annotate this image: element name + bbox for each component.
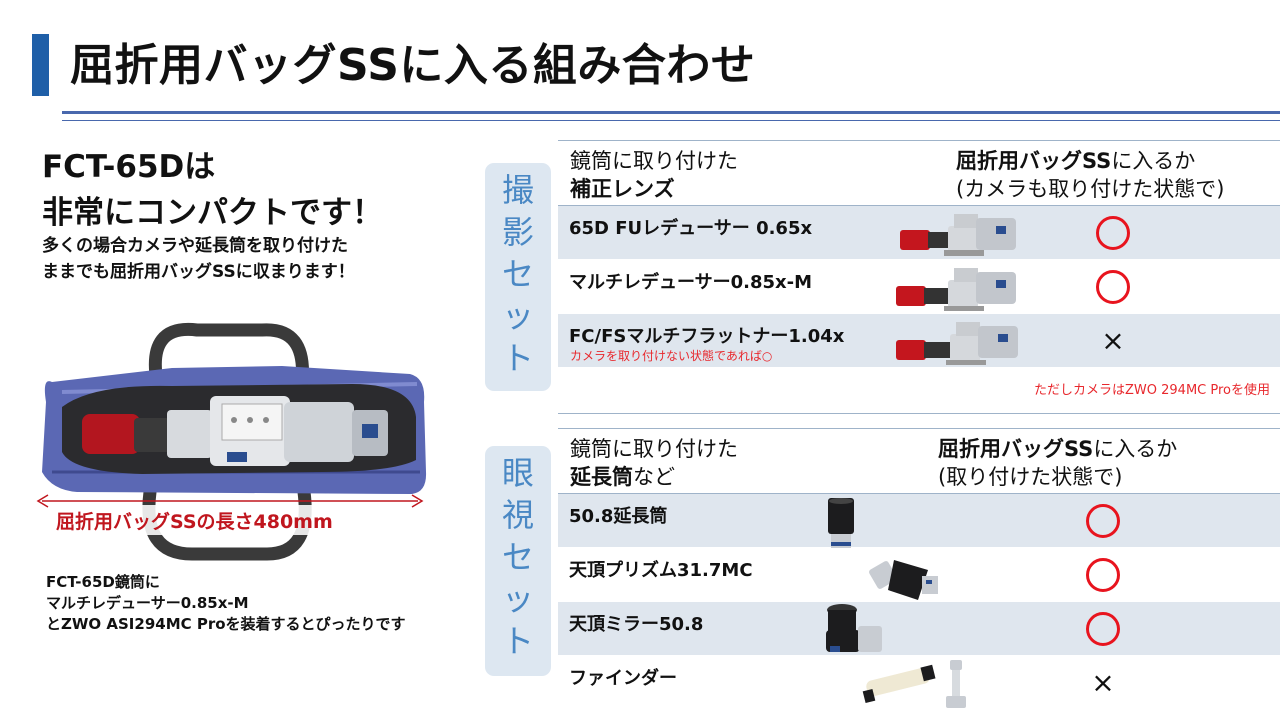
- table-separator: [558, 413, 1280, 414]
- row-note: カメラを取り付けない状態であれば○: [570, 349, 773, 363]
- headline: FCT-65Dは 非常にコンパクトです！: [42, 144, 383, 236]
- visual-header-right-rest: に入るか: [1093, 437, 1178, 461]
- photo-header-left: 鏡筒に取り付けた 補正レンズ: [570, 147, 738, 203]
- visual-header-left-bold: 延長筒: [570, 465, 633, 489]
- row-name: 50.8延長筒: [569, 506, 668, 527]
- title-accent-bar: [32, 34, 49, 96]
- category-visual-char-3: セ: [501, 538, 534, 576]
- category-photo-char-1: 撮: [501, 171, 534, 209]
- category-visual-char-4: ッ: [501, 580, 534, 618]
- camera-footnote: ただしカメラはZWO 294MC Proを使用: [1034, 383, 1270, 398]
- table-row: 65D FUレデューサー 0.65x: [558, 206, 1280, 260]
- fits-no-mark: ×: [1101, 324, 1125, 357]
- category-visual-char-5: ト: [501, 622, 534, 660]
- visual-header-left-rest: など: [633, 465, 675, 489]
- caption-line-1: FCT-65D鏡筒に: [46, 573, 160, 591]
- photo-header-right-rest: に入るか: [1111, 149, 1196, 173]
- photo-header-right-line-2: (カメラも取り付けた状態で): [956, 177, 1225, 201]
- fits-yes-mark: [1086, 558, 1120, 592]
- table-row: 天頂プリズム31.7MC: [558, 548, 1280, 602]
- bag-length-arrow: [36, 494, 424, 508]
- fits-no-mark: ×: [1091, 666, 1115, 699]
- visual-header-right: 屈折用バッグSSに入るか (取り付けた状態で): [938, 435, 1177, 491]
- photo-set-table: 鏡筒に取り付けた 補正レンズ 屈折用バッグSSに入るか (カメラも取り付けた状態…: [558, 140, 1280, 368]
- photo-header-right: 屈折用バッグSSに入るか (カメラも取り付けた状態で): [956, 147, 1224, 203]
- fits-yes-mark: [1086, 612, 1120, 646]
- subheadline-line-2: ままでも屈折用バッグSSに収まります！: [42, 262, 355, 282]
- table-row: 50.8延長筒: [558, 494, 1280, 548]
- row-name: FC/FSマルチフラットナー1.04x: [569, 326, 845, 347]
- visual-header-left-line-1: 鏡筒に取り付けた: [570, 437, 738, 461]
- page-title: 屈折用バッグSSに入る組み合わせ: [70, 40, 756, 91]
- table-row: ファインダー ×: [558, 656, 1280, 710]
- visual-table-header: 鏡筒に取り付けた 延長筒など 屈折用バッグSSに入るか (取り付けた状態で): [558, 428, 1280, 494]
- bag-caption: FCT-65D鏡筒に マルチレデューサー0.85x-M とZWO ASI294M…: [46, 572, 406, 635]
- table-row: マルチレデューサー0.85x-M: [558, 260, 1280, 314]
- category-photo-char-3: セ: [501, 255, 534, 293]
- caption-line-2: マルチレデューサー0.85x-M: [46, 594, 249, 612]
- row-name: 65D FUレデューサー 0.65x: [569, 218, 813, 239]
- fits-yes-mark: [1096, 216, 1130, 250]
- extension-tube-image: [828, 498, 854, 548]
- fits-yes-mark: [1096, 270, 1130, 304]
- table-row: 天頂ミラー50.8: [558, 602, 1280, 656]
- row-name: ファインダー: [569, 668, 677, 689]
- photo-header-left-line-2: 補正レンズ: [570, 177, 675, 201]
- category-photo-char-5: ト: [501, 339, 534, 377]
- headline-line-1: FCT-65Dは: [42, 149, 216, 185]
- subheadline: 多くの場合カメラや延長筒を取り付けた ままでも屈折用バッグSSに収まります！: [42, 233, 355, 285]
- length-label-background: [52, 505, 388, 535]
- scope-with-camera-image: [900, 214, 1016, 256]
- category-photo-char-4: ッ: [501, 297, 534, 335]
- bag-length-label: 屈折用バッグSSの長さ480mm: [56, 511, 333, 533]
- scope-with-camera-image: [896, 322, 1018, 365]
- diagonal-mirror-image: [826, 604, 882, 652]
- photo-header-left-line-1: 鏡筒に取り付けた: [570, 149, 738, 173]
- row-name: マルチレデューサー0.85x-M: [569, 272, 813, 293]
- title-rule-thick: [62, 111, 1280, 114]
- finder-scope-image: [862, 660, 966, 708]
- scope-with-camera-image: [896, 268, 1016, 311]
- table-row: FC/FSマルチフラットナー1.04x カメラを取り付けない状態であれば○ ×: [558, 314, 1280, 368]
- row-name: 天頂ミラー50.8: [569, 614, 704, 635]
- fits-yes-mark: [1086, 504, 1120, 538]
- title-rule-thin: [62, 120, 1280, 121]
- category-photo-char-2: 影: [501, 213, 534, 251]
- diagonal-prism-image: [869, 560, 938, 600]
- category-visual-set: 眼 視 セ ッ ト: [485, 446, 551, 676]
- visual-set-table: 鏡筒に取り付けた 延長筒など 屈折用バッグSSに入るか (取り付けた状態で) 5…: [558, 428, 1280, 710]
- headline-line-2: 非常にコンパクトです！: [42, 195, 383, 231]
- caption-line-3: とZWO ASI294MC Proを装着するとぴったりです: [46, 615, 406, 633]
- photo-table-header: 鏡筒に取り付けた 補正レンズ 屈折用バッグSSに入るか (カメラも取り付けた状態…: [558, 140, 1280, 206]
- visual-header-left: 鏡筒に取り付けた 延長筒など: [570, 435, 738, 491]
- category-visual-char-2: 視: [501, 496, 534, 534]
- category-visual-char-1: 眼: [501, 454, 534, 492]
- photo-header-right-bold: 屈折用バッグSS: [956, 149, 1112, 173]
- subheadline-line-1: 多くの場合カメラや延長筒を取り付けた: [42, 236, 348, 256]
- row-name: 天頂プリズム31.7MC: [569, 560, 753, 581]
- visual-header-right-line-2: (取り付けた状態で): [938, 465, 1123, 489]
- visual-header-right-bold: 屈折用バッグSS: [938, 437, 1094, 461]
- bag-with-telescope-image: [42, 322, 427, 561]
- category-photo-set: 撮 影 セ ッ ト: [485, 163, 551, 391]
